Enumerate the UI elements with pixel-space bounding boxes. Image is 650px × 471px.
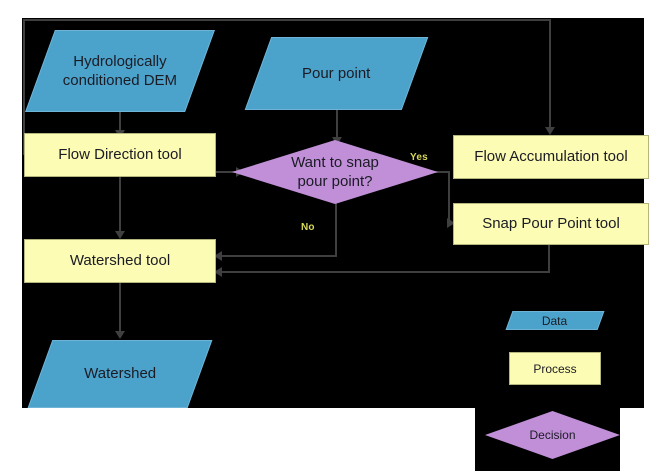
arrowhead-snappourpoint-to-watershedtool bbox=[214, 267, 222, 277]
connector-top-rail-to-flowaccumulation bbox=[549, 19, 551, 129]
arrowhead-no-to-watershedtool bbox=[214, 251, 222, 261]
connector-snappourpoint-horizontal bbox=[220, 271, 550, 273]
connector-dem-left-rail bbox=[23, 19, 25, 155]
connector-watershedtool-to-watershed bbox=[119, 283, 121, 333]
legend-label-data: Data bbox=[542, 313, 568, 328]
node-label-flow-accumulation: Flow Accumulation tool bbox=[474, 148, 628, 166]
node-label-snap-pour-point: Snap Pour Point tool bbox=[482, 215, 620, 233]
connector-flowdirection-to-watershedtool bbox=[119, 177, 121, 233]
node-label-pour-point: Pour point bbox=[302, 64, 371, 82]
branch-label-yes: Yes bbox=[410, 152, 428, 163]
connector-no-horizontal bbox=[220, 255, 337, 257]
arrowhead-flowdirection-to-watershedtool bbox=[115, 231, 125, 239]
node-label-hydro-dem: Hydrologically conditioned DEM bbox=[62, 52, 178, 89]
node-watershed-tool[interactable]: Watershed tool bbox=[24, 239, 216, 283]
branch-label-no: No bbox=[301, 222, 315, 233]
connector-no-vertical bbox=[335, 203, 337, 257]
legend-label-decision: Decision bbox=[529, 428, 576, 442]
connector-flowdirection-to-decision bbox=[216, 171, 242, 173]
connector-top-rail bbox=[23, 19, 550, 21]
connector-dem-to-flowdirection bbox=[119, 112, 121, 133]
node-flow-direction-tool[interactable]: Flow Direction tool bbox=[24, 133, 216, 177]
arrowhead-to-flowaccumulation bbox=[545, 127, 555, 135]
node-label-watershed-output: Watershed bbox=[84, 365, 156, 383]
legend-label-process: Process bbox=[533, 361, 577, 376]
legend-item-data: Data bbox=[505, 311, 605, 330]
connector-snappourpoint-vertical bbox=[548, 245, 550, 273]
node-label-watershed-tool: Watershed tool bbox=[69, 252, 171, 270]
connector-yes-vertical bbox=[448, 171, 450, 223]
node-watershed-output[interactable]: Watershed bbox=[27, 340, 213, 408]
connector-yes-horizontal bbox=[428, 171, 450, 173]
node-hydrologically-conditioned-dem[interactable]: Hydrologically conditioned DEM bbox=[25, 30, 215, 112]
arrowhead-watershedtool-to-watershed bbox=[115, 331, 125, 339]
node-pour-point[interactable]: Pour point bbox=[244, 37, 429, 110]
connector-pourpoint-to-decision bbox=[336, 110, 338, 140]
node-flow-accumulation-tool[interactable]: Flow Accumulation tool bbox=[453, 135, 649, 179]
arrowhead-yes-to-snappourpoint bbox=[447, 218, 455, 228]
node-snap-pour-point-tool[interactable]: Snap Pour Point tool bbox=[453, 203, 649, 245]
node-label-flow-direction: Flow Direction tool bbox=[58, 146, 182, 164]
node-label-snap-decision: Want to snap pour point? bbox=[291, 153, 379, 190]
legend-item-process: Process bbox=[509, 352, 601, 385]
